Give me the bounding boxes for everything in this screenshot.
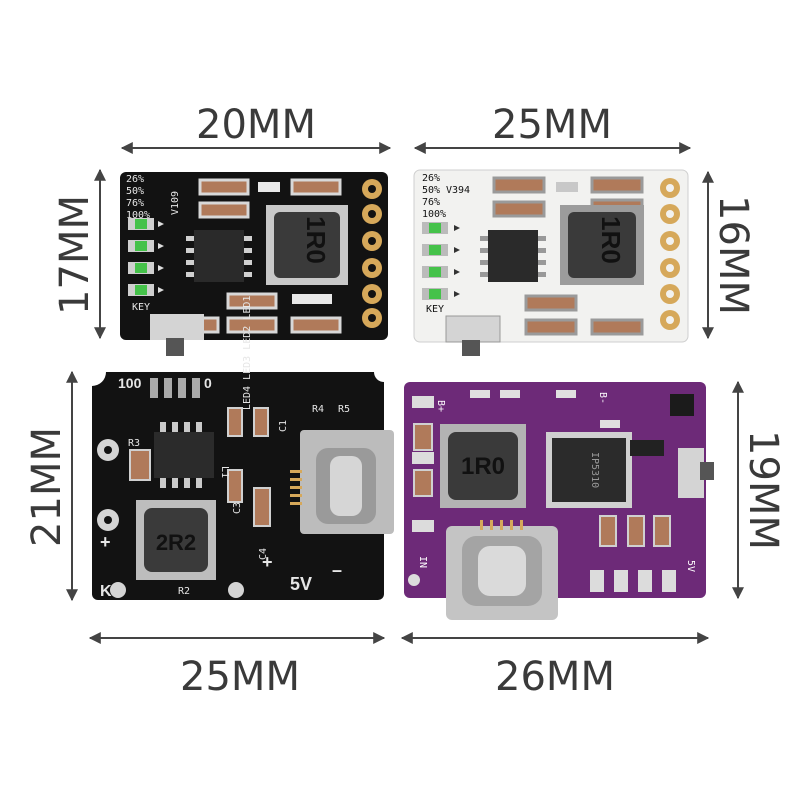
svg-text:IP5310: IP5310 <box>589 452 600 488</box>
ic-chip <box>480 230 546 282</box>
svg-text:–: – <box>332 560 342 580</box>
solder-pads <box>362 179 382 328</box>
board-1: 26% 50% 76% 100% V109 <box>120 172 388 356</box>
svg-text:IN: IN <box>417 556 428 568</box>
tactile-switch <box>150 314 204 356</box>
svg-text:+: + <box>262 552 273 572</box>
dimension-board4-height: 19MM <box>732 380 786 600</box>
svg-text:100: 100 <box>118 375 142 391</box>
svg-text:1R0: 1R0 <box>301 216 331 264</box>
svg-text:R2: R2 <box>178 586 190 597</box>
solder-pads <box>660 178 680 330</box>
led-labels: LED4 LED3 LED2 LED1 <box>242 296 253 410</box>
svg-text:+: + <box>100 532 111 552</box>
dimension-label: 21MM <box>24 427 70 547</box>
dimension-label: 25MM <box>180 654 300 700</box>
board-3: 100 0 LED4 LED3 LED2 LED1 R3 C3 C4 C1 L1… <box>78 296 394 600</box>
tactile-switch <box>445 315 501 356</box>
svg-text:L1: L1 <box>219 466 230 478</box>
svg-text:R4: R4 <box>312 404 324 415</box>
usb-c-port <box>446 520 558 620</box>
dimension-label: 19MM <box>740 430 786 550</box>
svg-text:50%: 50% <box>126 186 144 197</box>
mounting-pads <box>97 439 244 598</box>
version-label: V394 <box>446 185 470 196</box>
svg-text:100%: 100% <box>422 209 446 220</box>
svg-text:2R2: 2R2 <box>156 530 196 555</box>
svg-text:B+: B+ <box>435 400 446 412</box>
dimension-board3-height: 21MM <box>24 370 78 602</box>
svg-text:1R0: 1R0 <box>461 453 505 480</box>
dimension-board4-width: 26MM <box>400 632 710 700</box>
svg-text:C4: C4 <box>258 548 269 560</box>
ic-chip <box>186 230 252 282</box>
svg-text:B-: B- <box>597 392 608 404</box>
dimension-board3-width: 25MM <box>88 632 386 700</box>
svg-text:C1: C1 <box>278 420 289 432</box>
svg-text:C3: C3 <box>232 502 243 514</box>
svg-text:K: K <box>100 583 112 600</box>
svg-text:0: 0 <box>204 375 212 391</box>
usb-c-port <box>290 430 394 534</box>
svg-text:1R0: 1R0 <box>596 216 626 264</box>
dimension-board1-width: 20MM <box>120 102 392 154</box>
dimension-label: 26MM <box>495 654 615 700</box>
dimension-label: 25MM <box>492 102 612 148</box>
solder-pads <box>408 396 676 592</box>
inductor: 1R0 <box>440 424 526 508</box>
svg-text:76%: 76% <box>126 198 144 209</box>
dimension-board2-height: 16MM <box>702 170 756 340</box>
svg-text:100%: 100% <box>126 210 150 221</box>
dimension-label: 17MM <box>52 195 98 315</box>
svg-text:26%: 26% <box>422 173 440 184</box>
dimension-label: 16MM <box>710 195 756 315</box>
board-4: B+ B- IN 5V 1R0 IP5310 <box>404 382 714 620</box>
svg-text:5V: 5V <box>290 574 312 594</box>
dimension-label: 20MM <box>196 102 316 148</box>
svg-text:5V: 5V <box>685 560 696 572</box>
dimension-board1-height: 17MM <box>52 168 106 340</box>
inductor: 1R0 <box>560 205 644 285</box>
svg-text:26%: 26% <box>126 174 144 185</box>
dimension-board2-width: 25MM <box>413 102 692 154</box>
inductor: 2R2 <box>136 500 216 580</box>
indicator-leds <box>422 222 460 300</box>
tactile-switch <box>678 448 714 498</box>
svg-text:R5: R5 <box>338 404 350 415</box>
inductor: 1R0 <box>266 205 348 285</box>
svg-text:76%: 76% <box>422 197 440 208</box>
ic-chip <box>154 422 214 488</box>
key-label: KEY <box>426 304 444 315</box>
ic-chip: IP5310 <box>546 432 632 508</box>
version-label: V109 <box>170 191 181 215</box>
board-2: 26% 50% 76% 100% V394 <box>413 169 689 356</box>
key-label: KEY <box>132 302 150 313</box>
svg-text:50%: 50% <box>422 185 440 196</box>
svg-text:R3: R3 <box>128 438 140 449</box>
indicator-leds <box>128 218 164 296</box>
